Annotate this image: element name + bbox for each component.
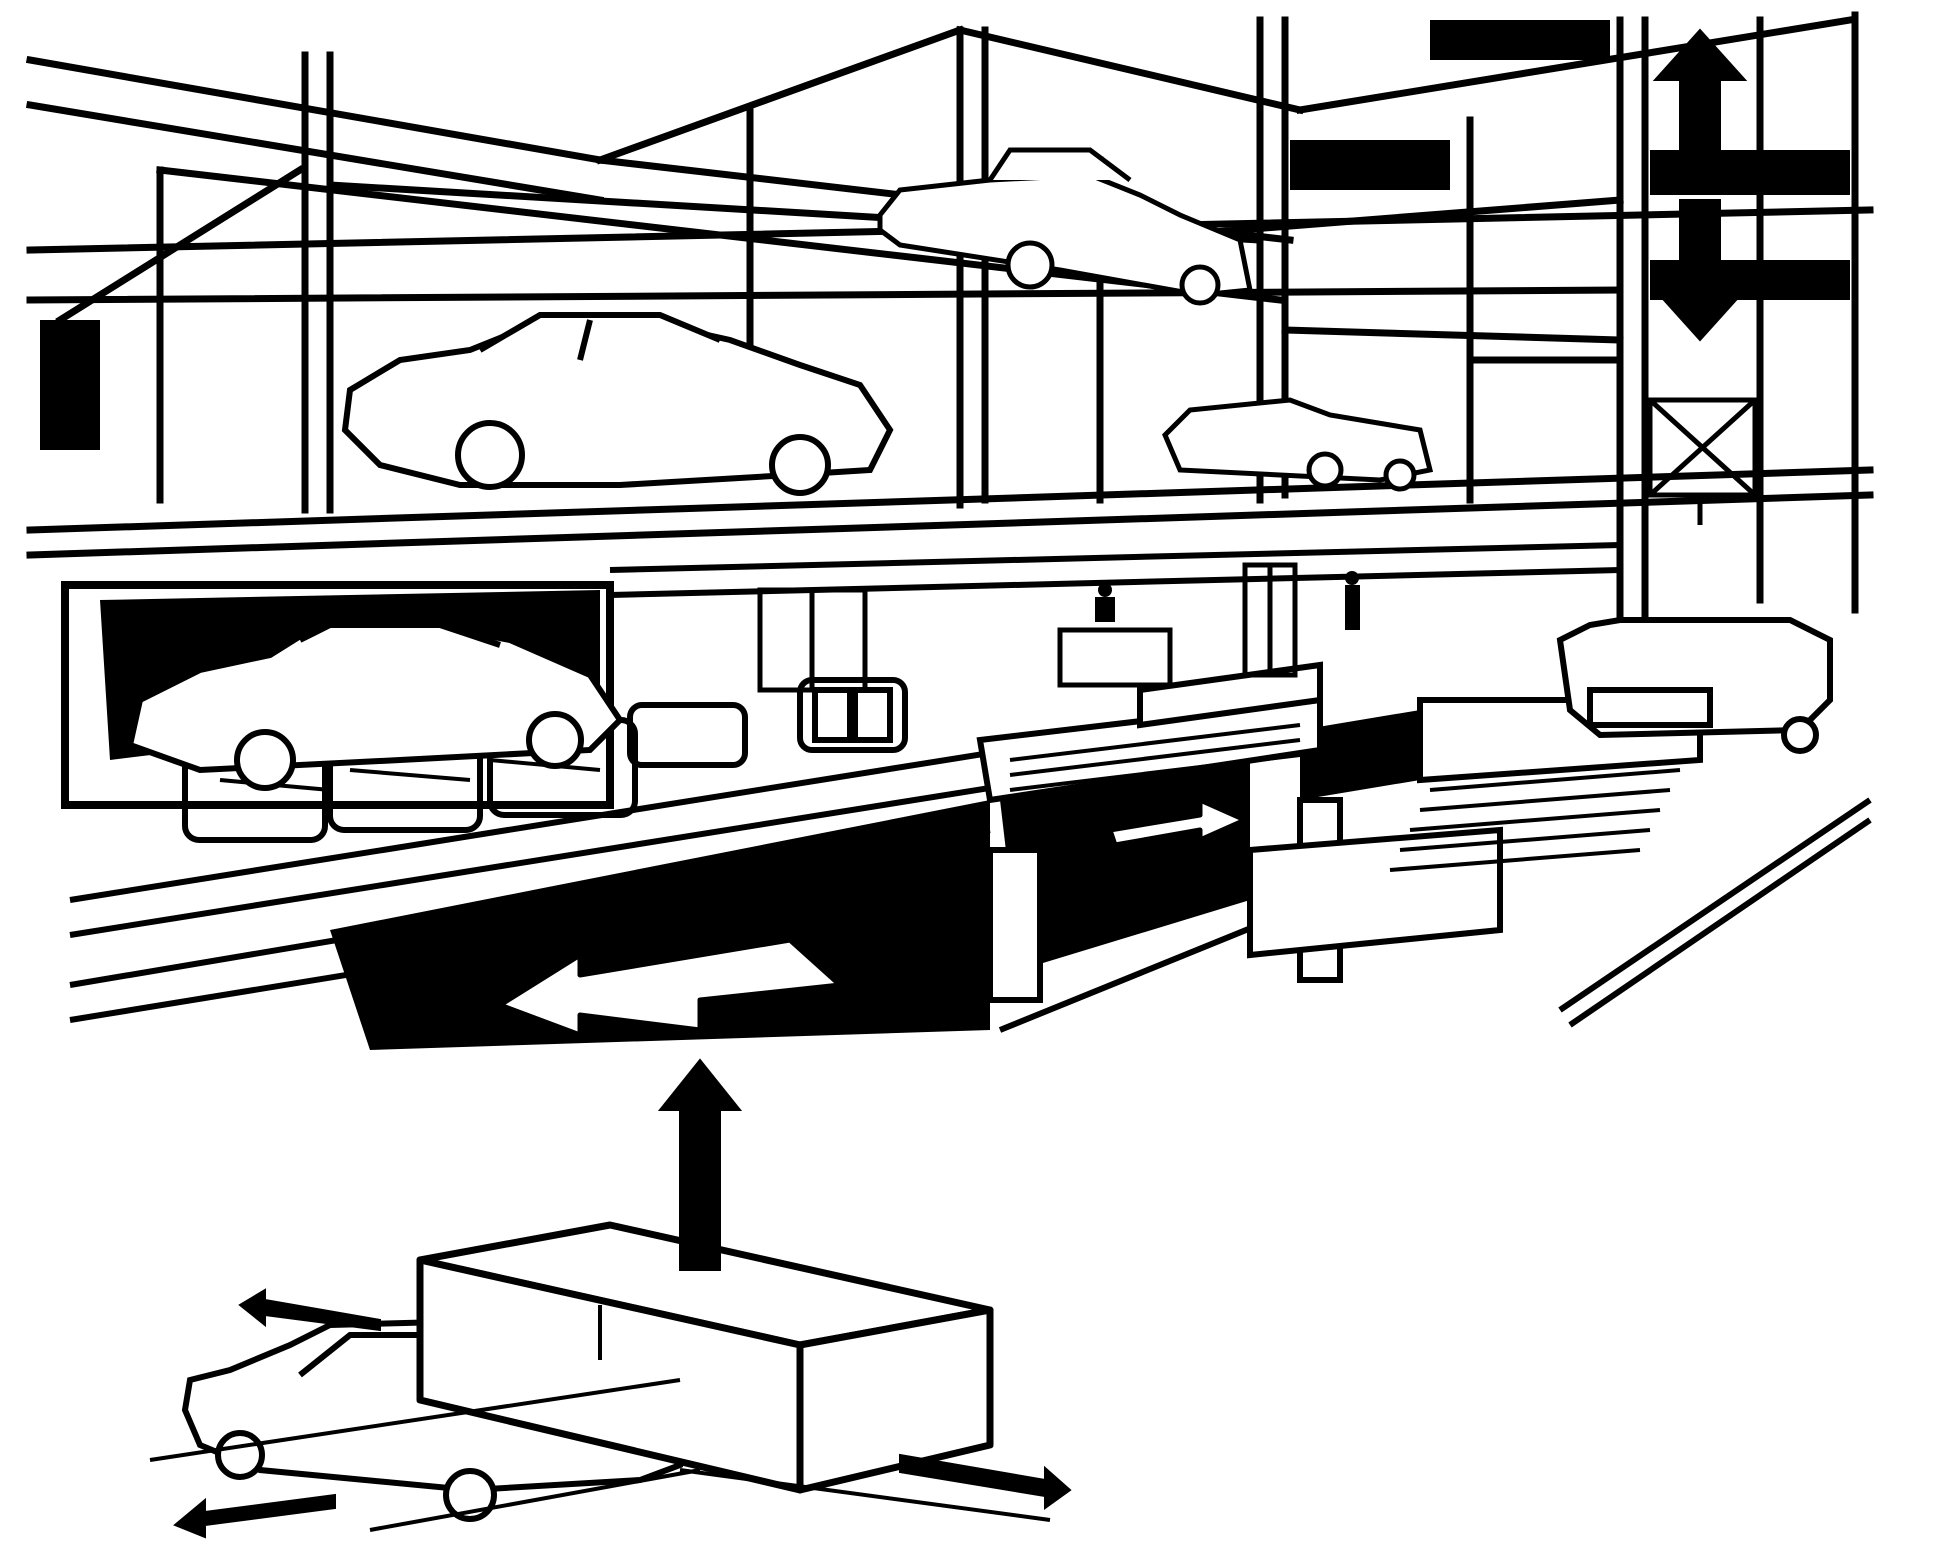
entry-lift-box (416, 1221, 994, 1494)
street-lines (149, 1378, 1051, 1532)
elevator-down-arrow (1652, 199, 1748, 342)
parked-car-lower-left (126, 621, 624, 791)
building-frame (25, 11, 1874, 624)
parked-car-background (1162, 397, 1434, 492)
elevator-shaft (1647, 397, 1758, 525)
street-arrow-left (173, 1493, 336, 1539)
parked-car-top (877, 147, 1253, 306)
parked-car-lower-right (1556, 617, 1833, 754)
back-wall-doors (757, 562, 1298, 693)
lift-up-arrow (657, 1058, 743, 1271)
deck-slats (219, 723, 1681, 872)
elevator-up-arrow (1652, 28, 1748, 171)
transfer-arrow (1107, 797, 1248, 848)
attendant-figures (1095, 571, 1360, 630)
parked-car-large (341, 312, 894, 496)
street-arrow-right (899, 1453, 1072, 1510)
exit-arrow (497, 937, 843, 1038)
street-arrow-left (238, 1288, 381, 1332)
